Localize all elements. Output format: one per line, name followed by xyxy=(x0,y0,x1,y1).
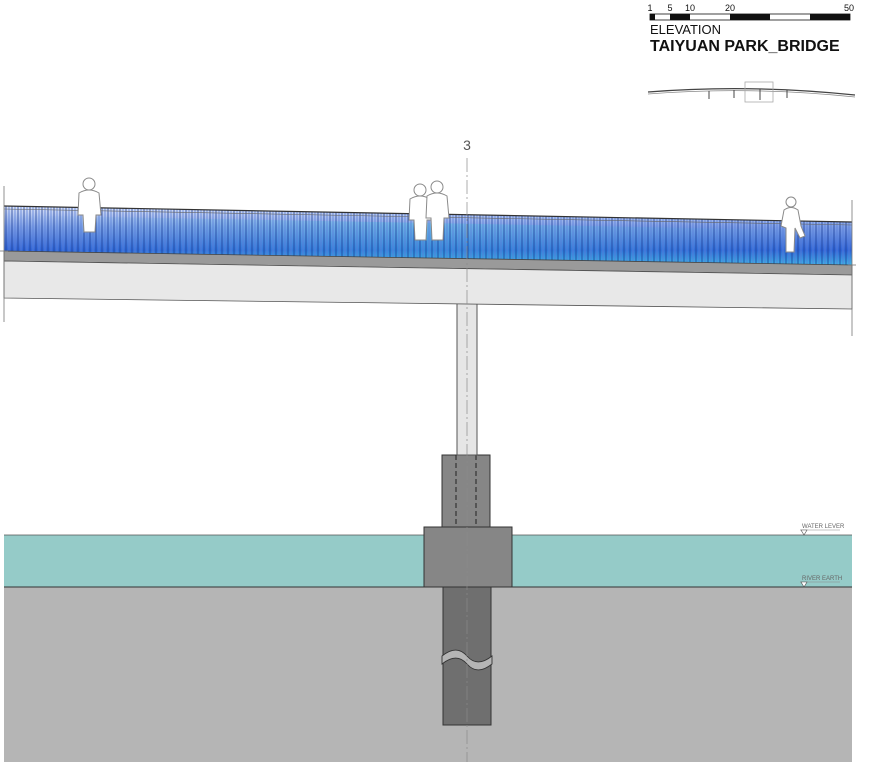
view-label: ELEVATION xyxy=(650,22,721,37)
water-level-marker: WATER LEVER xyxy=(800,524,845,536)
river-earth xyxy=(4,587,852,762)
scale-tick-label: 50 xyxy=(844,3,854,13)
key-plan xyxy=(647,81,856,103)
scale-bar-segment xyxy=(650,14,655,20)
scale-tick-label: 5 xyxy=(667,3,672,13)
scale-bar-segment xyxy=(730,14,770,20)
scale-bar-segment xyxy=(810,14,850,20)
pier-pedestal xyxy=(441,454,491,528)
key-plan-deck-line xyxy=(647,90,856,98)
scale-tick-label: 10 xyxy=(685,3,695,13)
river-earth-marker: RIVER EARTH xyxy=(800,576,842,588)
scale-tick-label: 1 xyxy=(647,3,652,13)
key-plan-highlight-box xyxy=(744,81,774,103)
pile-cap xyxy=(423,526,513,588)
person-figure-icon xyxy=(425,180,450,241)
drawing-title: TAIYUAN PARK_BRIDGE xyxy=(650,38,840,55)
level-triangle-icon xyxy=(800,581,808,588)
level-triangle-icon xyxy=(800,529,808,536)
scale-bar-segment xyxy=(670,14,690,20)
person-figure-icon xyxy=(780,196,806,253)
river-earth-label: RIVER EARTH xyxy=(802,576,842,582)
key-plan-deck-line xyxy=(647,88,856,96)
scale-bar: 1 5 10 20 50 xyxy=(647,3,854,21)
grid-line-label: 3 xyxy=(463,137,471,153)
water-level-label: WATER LEVER xyxy=(802,524,845,530)
person-figure-icon xyxy=(77,177,102,233)
scale-tick-label: 20 xyxy=(725,3,735,13)
